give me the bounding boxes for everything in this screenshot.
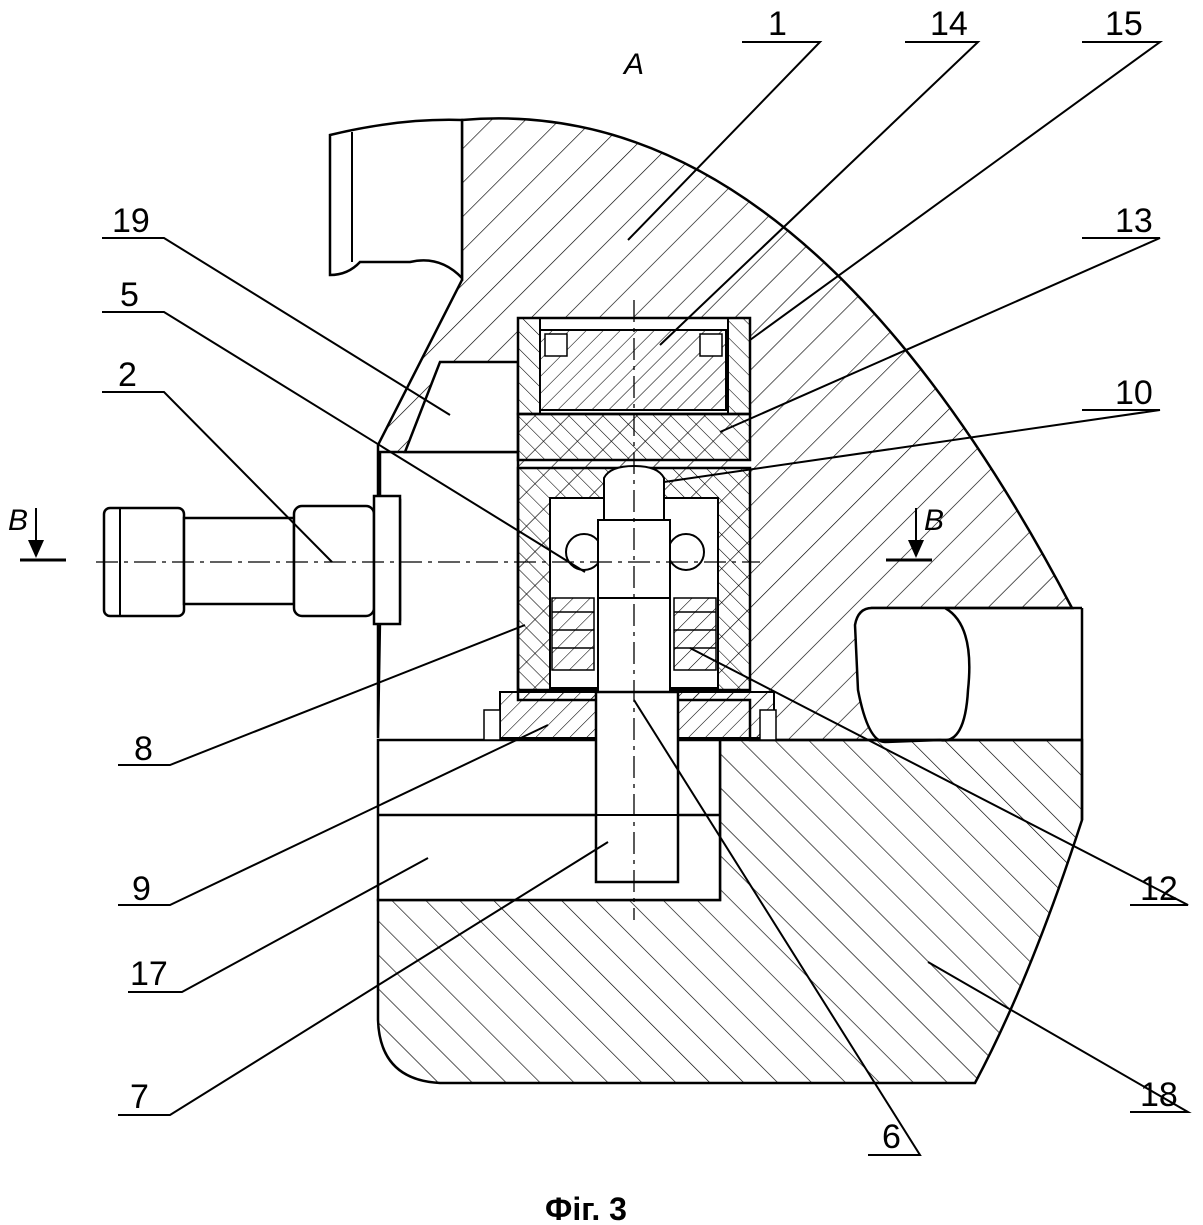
leader-lines [102, 41, 1192, 1156]
callout-19: 19 [112, 202, 150, 240]
bolt-part-2 [102, 494, 402, 626]
callout-9: 9 [132, 870, 151, 908]
side-slot [853, 606, 971, 744]
figure-caption: Фіг. 3 [545, 1191, 627, 1225]
callout-14: 14 [930, 5, 968, 43]
callout-6: 6 [882, 1118, 901, 1156]
callout-1: 1 [768, 5, 787, 43]
plate-9 [483, 691, 777, 741]
bracket-lug [328, 118, 464, 282]
callout-labels: 1 14 15 19 13 5 2 10 8 9 17 7 6 12 18 [112, 5, 1178, 1156]
section-mark-left: B [8, 504, 66, 562]
callout-17: 17 [130, 955, 168, 993]
callout-2: 2 [118, 356, 137, 394]
view-mark-a: A [622, 48, 644, 81]
centerlines [96, 300, 760, 920]
section-mark-right: B [886, 504, 944, 562]
section-label-right: B [924, 504, 944, 537]
callout-5: 5 [120, 276, 139, 314]
callout-10: 10 [1115, 374, 1153, 412]
callout-8: 8 [134, 730, 153, 768]
callout-18: 18 [1140, 1076, 1178, 1114]
callout-15: 15 [1105, 5, 1143, 43]
callout-13: 13 [1115, 202, 1153, 240]
section-label-left: B [8, 504, 28, 537]
callout-12: 12 [1140, 870, 1178, 908]
shaft [594, 597, 680, 884]
callout-7: 7 [130, 1078, 149, 1116]
